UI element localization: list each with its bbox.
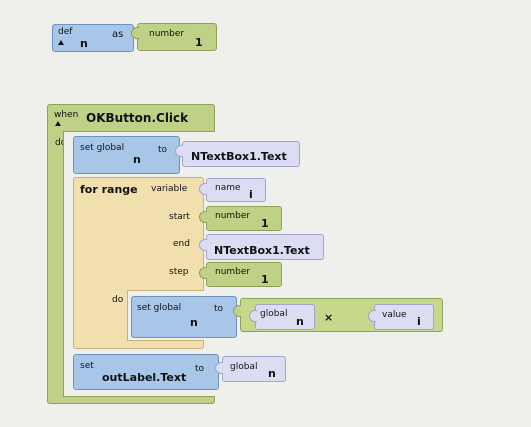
socket-notch-icon xyxy=(233,305,241,317)
ntextbox-text-value: NTextBox1.Text xyxy=(191,150,287,163)
socket-notch-icon xyxy=(199,267,207,279)
number-label: number xyxy=(149,29,185,39)
number-block[interactable]: number 1 xyxy=(137,23,217,51)
socket-notch-icon xyxy=(215,362,223,374)
getter-global-label: global xyxy=(260,309,288,319)
set-global-label: set global xyxy=(80,143,125,153)
set-to-label: to xyxy=(158,145,168,155)
out-getter-global-label: global xyxy=(230,362,258,372)
out-getter-global-var: n xyxy=(268,367,276,380)
def-variable-name: n xyxy=(80,37,88,50)
set-outlabel-text-block[interactable]: set outLabel.Text to xyxy=(73,354,219,390)
ntextbox-text-block[interactable]: NTextBox1.Text xyxy=(182,141,300,167)
start-number-label: number xyxy=(215,211,251,221)
collapse-triangle-icon[interactable] xyxy=(55,121,61,126)
set-global-n-block[interactable]: set global n to xyxy=(73,136,180,174)
def-variable-block[interactable]: def n as xyxy=(52,24,134,52)
global-n-getter-block[interactable]: global n xyxy=(255,304,315,330)
socket-notch-icon xyxy=(199,183,207,195)
socket-notch-icon xyxy=(249,310,257,322)
set-label: set xyxy=(80,361,94,371)
inner-set-global-label: set global xyxy=(137,303,182,313)
step-number-value: 1 xyxy=(261,273,269,286)
getter-value-label: value xyxy=(382,310,407,320)
end-ntextbox-value: NTextBox1.Text xyxy=(214,244,310,257)
step-number-block[interactable]: number 1 xyxy=(206,262,282,287)
name-value: i xyxy=(249,188,253,201)
step-label: step xyxy=(169,267,189,277)
inner-set-global-var: n xyxy=(190,316,198,329)
socket-notch-icon xyxy=(131,27,139,39)
socket-notch-icon xyxy=(175,145,183,157)
getter-global-var: n xyxy=(296,315,304,328)
start-label: start xyxy=(169,212,190,222)
when-label: when xyxy=(54,110,79,120)
start-number-value: 1 xyxy=(261,217,269,230)
set-global-n-inner-block[interactable]: set global n to xyxy=(131,296,237,338)
start-number-block[interactable]: number 1 xyxy=(206,206,282,231)
socket-notch-icon xyxy=(199,239,207,251)
variable-label: variable xyxy=(151,184,188,194)
def-as-label: as xyxy=(112,29,124,40)
set-out-to-label: to xyxy=(195,364,205,374)
socket-notch-icon xyxy=(199,211,207,223)
for-range-title: for range xyxy=(80,183,138,196)
socket-notch-icon xyxy=(368,310,376,322)
multiply-operator: × xyxy=(324,311,334,324)
variable-name-block[interactable]: name i xyxy=(206,178,266,202)
outlabel-global-n-getter[interactable]: global n xyxy=(222,356,286,382)
getter-value-var: i xyxy=(417,315,421,328)
for-do-label: do xyxy=(112,295,124,305)
end-label: end xyxy=(173,239,190,249)
event-name: OKButton.Click xyxy=(86,111,189,125)
collapse-triangle-icon[interactable] xyxy=(58,40,64,45)
value-i-getter-block[interactable]: value i xyxy=(374,304,434,330)
step-number-label: number xyxy=(215,267,251,277)
outlabel-text-target: outLabel.Text xyxy=(102,371,187,384)
number-value: 1 xyxy=(195,36,203,49)
inner-set-to-label: to xyxy=(214,304,224,314)
do-label: do xyxy=(55,138,67,148)
set-global-var: n xyxy=(133,153,141,166)
def-keyword: def xyxy=(58,27,73,37)
name-label: name xyxy=(215,183,241,193)
end-ntextbox-block[interactable]: NTextBox1.Text xyxy=(206,234,324,260)
